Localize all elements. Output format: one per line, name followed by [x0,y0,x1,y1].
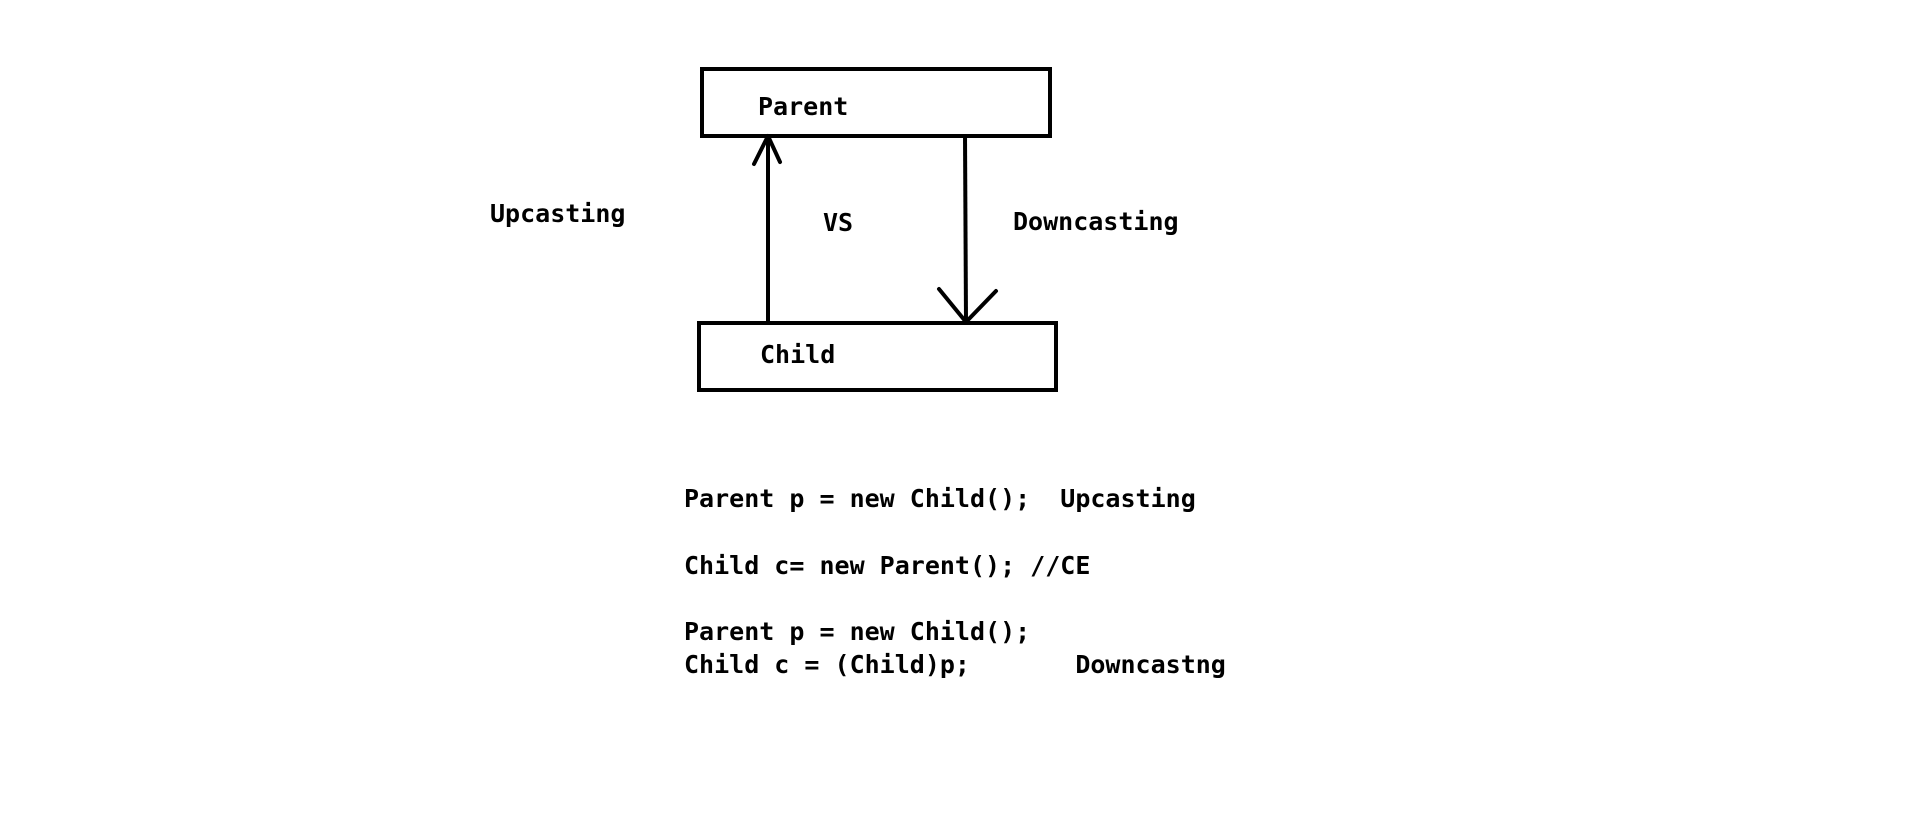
code-line-parent-ref: Parent p = new Child(); [684,617,1031,646]
parent-class-box [700,67,1052,138]
code-line-upcast: Parent p = new Child(); Upcasting [684,484,1196,513]
downcast-arrow-head [937,287,998,324]
child-label: Child [760,340,836,369]
downcast-arrow-shaft [963,134,968,322]
code-line-downcast: Child c = (Child)p; Downcastng [684,650,1226,679]
downcasting-label: Downcasting [1013,207,1179,236]
child-class-box [697,321,1058,392]
upcasting-label: Upcasting [490,199,626,228]
code-line-compile-error: Child c= new Parent(); //CE [684,551,1091,580]
parent-label: Parent [758,92,849,121]
downcast-arrow [937,134,998,324]
upcast-arrow-head [752,134,782,166]
vs-label: VS [823,208,854,237]
upcast-arrow [752,134,782,321]
